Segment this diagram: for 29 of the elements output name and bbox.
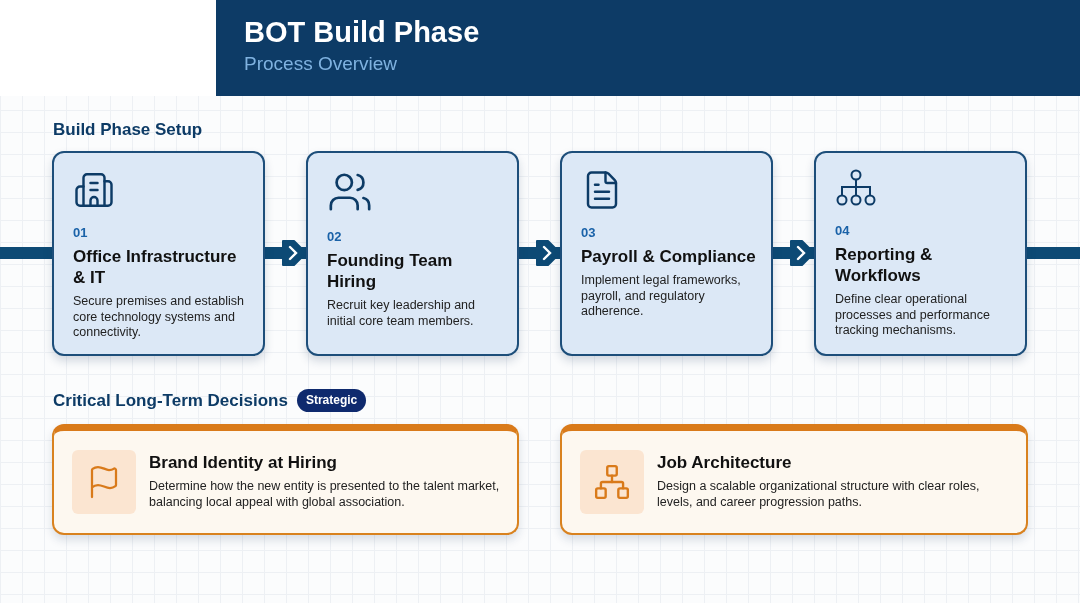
step-number: 02 [327,229,343,244]
step-card [560,151,773,356]
decision-description: Design a scalable organizational structure with clear roles, levels, and career progression paths. [657,479,981,510]
decision-card [52,424,519,535]
step-description: Define clear operational processes and performance tracking mechanisms. [835,292,991,339]
section-heading: Build Phase Setup [53,120,203,140]
step-title: Founding Team Hiring [327,250,454,292]
tag: Strategic [296,389,367,412]
step-title: Office Infrastructure & IT [73,246,238,288]
step-description: Implement legal frameworks, payroll, and regulatory adherence. [581,273,742,320]
step-description: Recruit key leadership and initial core team members. [327,298,476,329]
decision-card [560,424,1028,535]
decision-description: Determine how the new entity is presented to the talent market, balancing local appeal with global association. [149,479,501,510]
decision-title: Job Architecture [657,453,793,473]
step-description: Secure premises and establish core technology systems and connectivity. [73,294,245,341]
section-heading: Critical Long-Term Decisions [53,390,288,411]
title: BOT Build Phase [244,16,480,49]
step-title: Reporting & Workflows [835,244,934,286]
connector-line [1027,247,1080,259]
step-title: Payroll & Compliance [581,246,757,267]
connector-line [0,247,52,259]
step-card [306,151,519,356]
step-number: 04 [835,223,851,238]
step-card [52,151,265,356]
step-number: 03 [581,225,597,240]
subtitle: Process Overview [244,53,398,75]
decision-title: Brand Identity at Hiring [149,453,338,473]
step-card [814,151,1027,356]
step-number: 01 [73,225,89,240]
